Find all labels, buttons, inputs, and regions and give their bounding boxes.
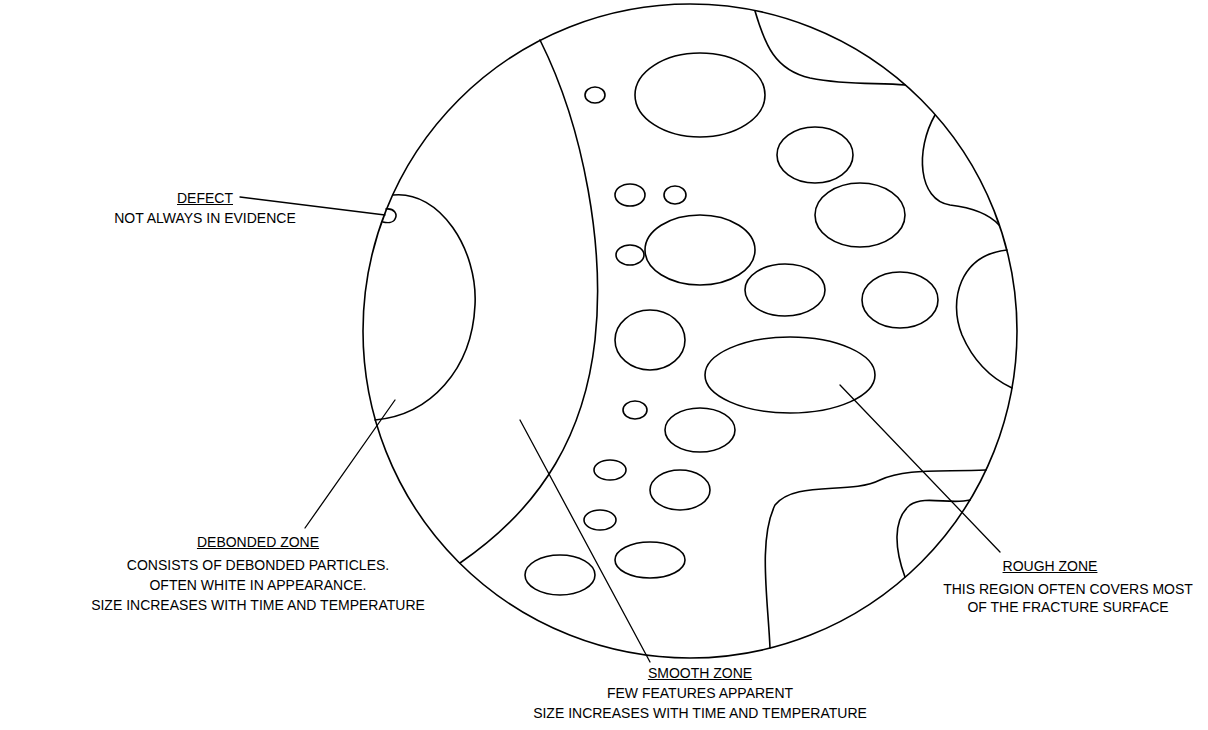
specimen-outline [363,4,1017,658]
leader-line [520,420,650,662]
island [594,460,626,480]
rough-boundaries [755,11,1012,648]
zone-note: SIZE INCREASES WITH TIME AND TEMPERATURE [91,596,425,614]
zone-note: CONSISTS OF DEBONDED PARTICLES. [127,556,389,574]
leader-line [305,400,395,528]
island [862,272,938,328]
region-line [957,250,1012,388]
zone-note: OFTEN WHITE IN APPEARANCE. [149,576,366,594]
island [635,53,765,137]
island [665,408,735,452]
zone-heading: DEFECT [177,189,233,207]
island [777,127,853,183]
island [623,401,647,419]
island [745,264,825,316]
region-line [897,500,970,577]
island [616,245,644,265]
zone-heading: SMOOTH ZONE [648,664,752,682]
island [645,215,755,285]
island [705,337,875,413]
island [585,87,605,103]
zone-note: FEW FEATURES APPARENT [607,684,793,702]
region-line [755,11,905,85]
region-line [922,115,999,225]
island [615,310,685,370]
island [584,510,616,530]
defect-loop [383,209,396,223]
island [650,470,710,510]
island [615,184,645,206]
zone-note: NOT ALWAYS IN EVIDENCE [114,209,296,227]
zone-note: SIZE INCREASES WITH TIME AND TEMPERATURE [533,704,867,722]
island [815,183,905,247]
debonded-boundary [375,195,475,420]
zone-heading: ROUGH ZONE [1003,557,1098,575]
smooth-boundary [460,40,598,563]
zone-heading: DEBONDED ZONE [197,533,319,551]
island [664,186,686,204]
rough-islands [525,53,938,595]
leader-line [840,385,1000,552]
zone-note: THIS REGION OFTEN COVERS MOST OF THE FRA… [937,580,1199,616]
island [615,542,685,578]
region-line [765,470,986,648]
island [525,555,595,595]
